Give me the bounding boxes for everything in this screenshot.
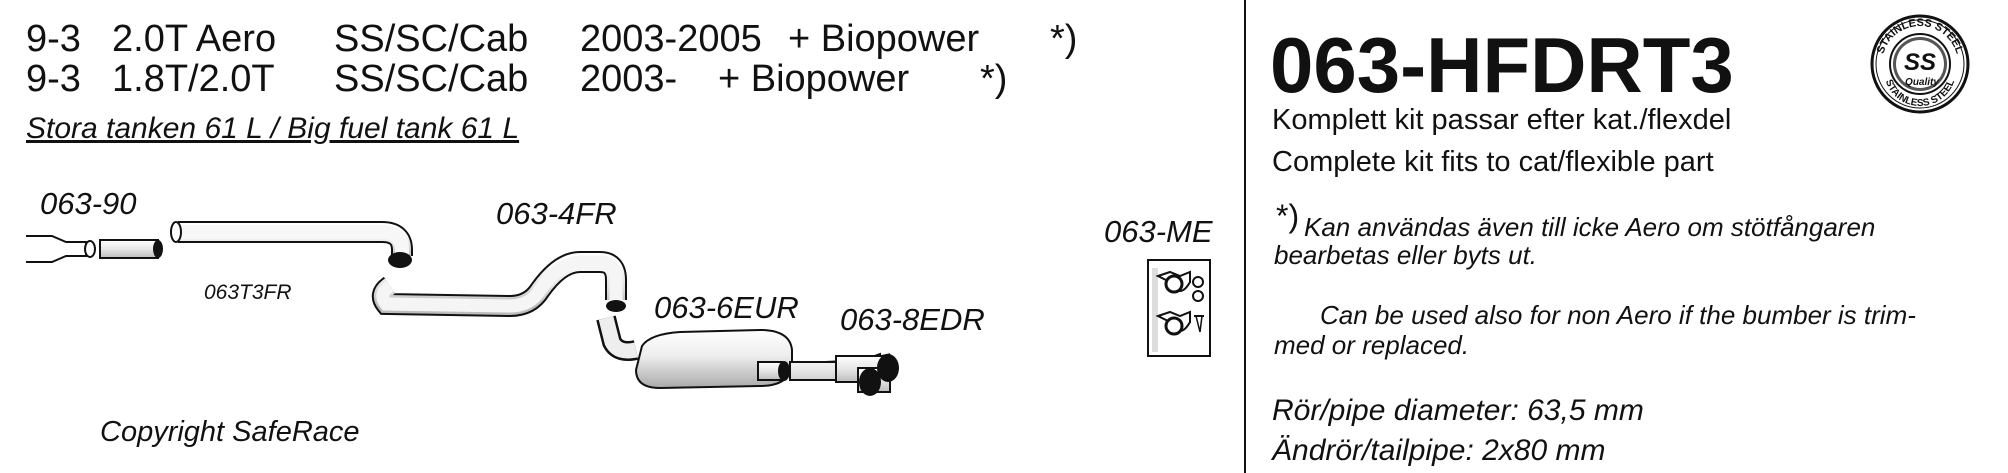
header-1-years: 2003-2005 [580, 18, 762, 60]
header-2-years: 2003- [580, 58, 678, 100]
note-sv-line-1: Kan användas även till icke Aero om stöt… [1304, 212, 1876, 242]
note-mark: *) [1276, 198, 1300, 234]
label-front-pipe: 063T3FR [204, 281, 292, 304]
note-en-line-1: Can be used also for non Aero if the bum… [1320, 300, 1916, 330]
header-line-1: 9-3 2.0T Aero SS/SC/Cab 2003-2005 + Biop… [26, 20, 1126, 60]
copyright-text: Copyright SafeRace [100, 416, 360, 448]
fuel-tank-note: Stora tanken 61 L / Big fuel tank 61 L [26, 112, 520, 145]
header-1-model: 9-3 [26, 18, 81, 60]
header-2-body: SS/SC/Cab [334, 58, 529, 100]
header-1-engine: 2.0T Aero [112, 18, 277, 60]
mounting-kit-part [1147, 259, 1211, 357]
note-sv-line-2: bearbetas eller byts ut. [1274, 240, 1538, 270]
header-1-body: SS/SC/Cab [334, 18, 529, 60]
label-mid-pipe: 063-4FR [496, 196, 617, 231]
front-pipe-part [170, 221, 413, 268]
kit-description-en: Complete kit fits to cat/flexible part [1272, 146, 1714, 178]
panel-divider [1244, 0, 1246, 473]
mid-pipe-part [371, 251, 627, 318]
front-adapter-part [26, 235, 163, 263]
badge-quality-text: Quality [1905, 77, 1939, 88]
label-front-adapter: 063-90 [40, 186, 137, 221]
header-1-note-mark: *) [1050, 18, 1078, 60]
badge-center-text: SS [1904, 49, 1936, 76]
rear-silencer-part [596, 315, 793, 390]
tailpipes-part [789, 352, 899, 396]
label-tailpipes: 063-8EDR [840, 302, 985, 337]
label-mounting-kit: 063-ME [1104, 214, 1213, 249]
note-en-line-2: med or replaced. [1274, 330, 1470, 360]
header-line-2: 9-3 1.8T/2.0T SS/SC/Cab 2003- + Biopower… [26, 60, 1126, 100]
header-2-engine: 1.8T/2.0T [112, 58, 275, 100]
pipe-diameter-spec: Rör/pipe diameter: 63,5 mm [1272, 394, 1644, 427]
tailpipe-spec: Ändrör/tailpipe: 2x80 mm [1272, 434, 1606, 467]
header-2-model: 9-3 [26, 58, 81, 100]
kit-part-number: 063-HFDRT3 [1270, 21, 1734, 109]
header-2-note-mark: *) [980, 58, 1008, 100]
kit-description-sv: Komplett kit passar efter kat./flexdel [1272, 104, 1732, 136]
label-rear-silencer: 063-6EUR [654, 290, 799, 325]
header-2-option: + Biopower [718, 58, 910, 100]
header-1-option: + Biopower [788, 18, 980, 60]
stainless-steel-badge: STAINLESS STEEL STAINLESS STEEL SS Quali… [1870, 14, 1970, 114]
